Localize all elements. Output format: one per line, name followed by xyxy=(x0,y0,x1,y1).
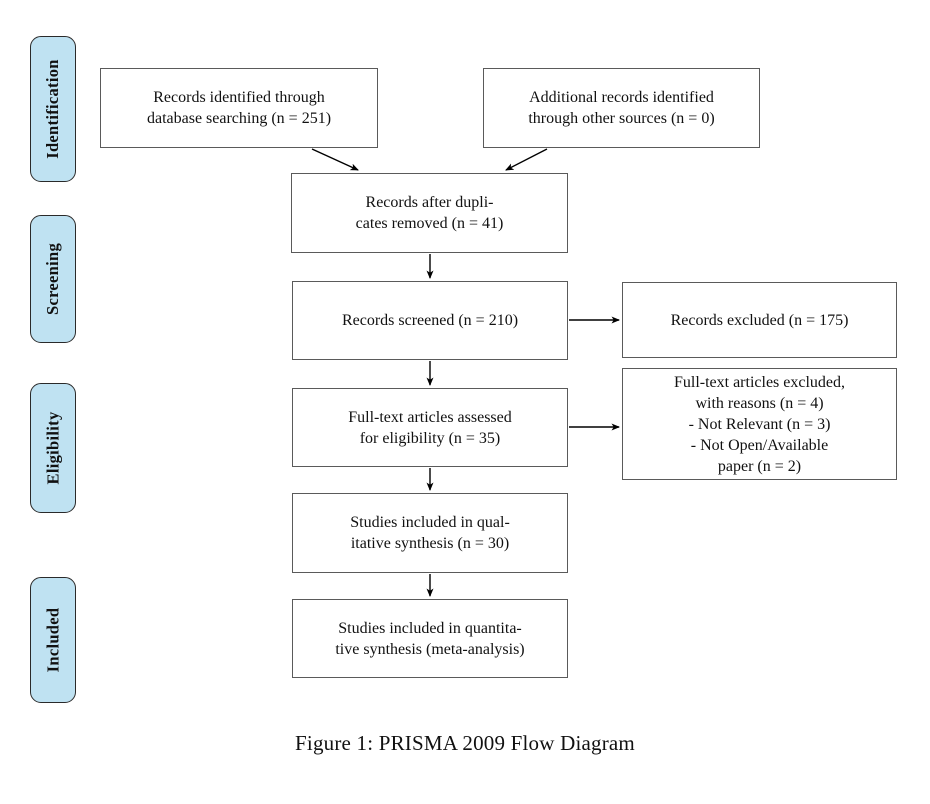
node-records-excluded: Records excluded (n = 175) xyxy=(622,282,897,358)
stage-label-eligibility: Eligibility xyxy=(30,383,76,513)
arrow-additional-to-duplicates xyxy=(505,148,548,171)
stage-label-identification-text: Identification xyxy=(43,59,63,159)
stage-label-included-text: Included xyxy=(43,607,63,673)
node-fulltext-assessed: Full-text articles assessed for eligibil… xyxy=(292,388,568,467)
node-fulltext-excluded: Full-text articles excluded, with reason… xyxy=(622,368,897,480)
stage-label-eligibility-text: Eligibility xyxy=(43,411,63,485)
node-additional-records: Additional records identified through ot… xyxy=(483,68,760,148)
stage-label-identification: Identification xyxy=(30,36,76,182)
figure-caption: Figure 1: PRISMA 2009 Flow Diagram xyxy=(295,731,635,755)
stage-label-included: Included xyxy=(30,577,76,703)
node-records-screened: Records screened (n = 210) xyxy=(292,281,568,360)
node-duplicates-removed: Records after dupli- cates removed (n = … xyxy=(291,173,568,253)
node-quantitative-synthesis: Studies included in quantita- tive synth… xyxy=(292,599,568,678)
arrow-identified-to-duplicates xyxy=(311,148,359,171)
stage-label-screening: Screening xyxy=(30,215,76,343)
node-qualitative-synthesis: Studies included in qual- itative synthe… xyxy=(292,493,568,573)
node-records-identified: Records identified through database sear… xyxy=(100,68,378,148)
stage-label-screening-text: Screening xyxy=(43,242,62,316)
